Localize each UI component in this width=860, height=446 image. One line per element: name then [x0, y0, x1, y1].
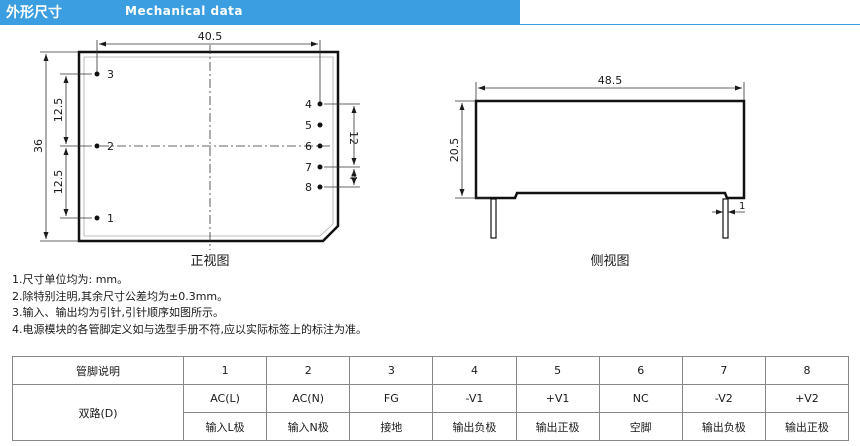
front-pin-8-label: 8 — [305, 181, 312, 194]
front-right-pitch-label: 12 — [347, 131, 360, 145]
mechanical-drawing: 40.5 36 12.5 12.5 3 2 1 4 5 6 7 8 — [32, 30, 745, 269]
pin-number-3: 3 — [349, 356, 434, 385]
front-inner-outline — [83, 56, 334, 237]
pin-table: 管脚说明 1 2 3 4 5 6 7 8 双路(D) AC(L) AC(N) F… — [12, 356, 850, 441]
front-width-label: 40.5 — [198, 30, 223, 43]
pin-function-1: AC(L) — [182, 384, 268, 413]
front-height-label: 36 — [32, 139, 45, 153]
pin-description-1: 输入L极 — [182, 412, 268, 441]
pin-function-4: -V1 — [432, 384, 517, 413]
pin-description-8: 输出正极 — [764, 412, 850, 441]
pin-number-5: 5 — [515, 356, 600, 385]
notes-list: 1.尺寸单位均为: mm。 2.除特别注明,其余尺寸公差均为±0.3mm。 3.… — [12, 272, 367, 338]
front-pin-7-dot — [317, 164, 323, 170]
side-width-label: 48.5 — [598, 74, 623, 87]
note-3: 3.输入、输出均为引针,引针顺序如图所示。 — [12, 306, 224, 319]
front-pin-3-dot — [94, 71, 100, 77]
side-height-label: 20.5 — [448, 138, 461, 163]
header-underline — [0, 24, 860, 25]
pin-description-4: 输出负极 — [432, 412, 517, 441]
front-right-small-label: 4 — [347, 174, 358, 180]
front-view-caption: 正视图 — [190, 254, 229, 269]
pin-function-row: 双路(D) AC(L) AC(N) FG -V1 +V1 NC -V2 +V2 — [12, 384, 850, 441]
side-view-caption: 侧视图 — [590, 254, 629, 269]
front-pin-5-label: 5 — [305, 119, 312, 132]
front-outline — [77, 50, 340, 243]
pin-table-header-label: 管脚说明 — [12, 356, 184, 385]
front-view: 40.5 36 12.5 12.5 3 2 1 4 5 6 7 8 — [32, 30, 360, 269]
side-outline — [474, 99, 746, 200]
front-pin-2-label: 2 — [107, 140, 114, 153]
front-pin-3-label: 3 — [107, 68, 114, 81]
front-pitch-top-label: 12.5 — [52, 98, 65, 123]
front-pin-1-dot — [94, 215, 100, 221]
front-pitch-bottom-label: 12.5 — [52, 170, 65, 195]
pin-function-7: -V2 — [681, 384, 766, 413]
side-view: 48.5 20.5 1 侧视图 — [448, 74, 745, 269]
pin-number-8: 8 — [764, 356, 850, 385]
pin-description-2: 输入N极 — [266, 412, 351, 441]
front-pin-5-dot — [317, 122, 323, 128]
note-2: 2.除特别注明,其余尺寸公差均为±0.3mm。 — [12, 289, 229, 303]
front-pin-6-dot — [317, 143, 323, 149]
pin-function-8: +V2 — [764, 384, 850, 413]
front-pin-8-dot — [317, 184, 323, 190]
side-pin-right — [722, 198, 729, 239]
pin-description-5: 输出正极 — [515, 412, 600, 441]
header-title-cn: 外形尺寸 — [6, 5, 62, 21]
pin-function-2: AC(N) — [266, 384, 351, 413]
pin-description-row: 输入L极 输入N极 接地 输出负极 输出正极 空脚 输出负极 输出正极 — [13, 412, 850, 441]
side-pin-label: 1 — [739, 201, 745, 212]
pin-number-1: 1 — [182, 356, 268, 385]
pin-table-header-row: 管脚说明 1 2 3 4 5 6 7 8 — [12, 356, 850, 385]
header-title-en: Mechanical data — [125, 4, 244, 18]
note-4: 4.电源模块的各管脚定义如与选型手册不符,应以实际标签上的标注为准。 — [12, 322, 367, 336]
pin-description-3: 接地 — [349, 412, 434, 441]
front-pin-1-label: 1 — [107, 212, 114, 225]
pin-description-6: 空脚 — [598, 412, 683, 441]
side-pin-left — [490, 198, 497, 239]
front-pin-7-label: 7 — [305, 161, 312, 174]
front-pin-6-label: 6 — [305, 140, 312, 153]
front-pin-4-label: 4 — [305, 98, 312, 111]
section-header: 外形尺寸 Mechanical data — [0, 0, 520, 26]
pin-table-row-label: 双路(D) — [12, 384, 184, 441]
front-pin-4-dot — [317, 101, 323, 107]
pin-number-4: 4 — [432, 356, 517, 385]
pin-number-2: 2 — [266, 356, 351, 385]
pin-number-7: 7 — [681, 356, 766, 385]
pin-number-6: 6 — [598, 356, 683, 385]
pin-description-7: 输出负极 — [681, 412, 766, 441]
front-pin-2-dot — [94, 143, 100, 149]
pin-function-6: NC — [598, 384, 683, 413]
header-bar — [0, 0, 520, 24]
note-1: 1.尺寸单位均为: mm。 — [12, 273, 129, 286]
pin-function-3: FG — [349, 384, 434, 413]
pin-function-5: +V1 — [515, 384, 600, 413]
